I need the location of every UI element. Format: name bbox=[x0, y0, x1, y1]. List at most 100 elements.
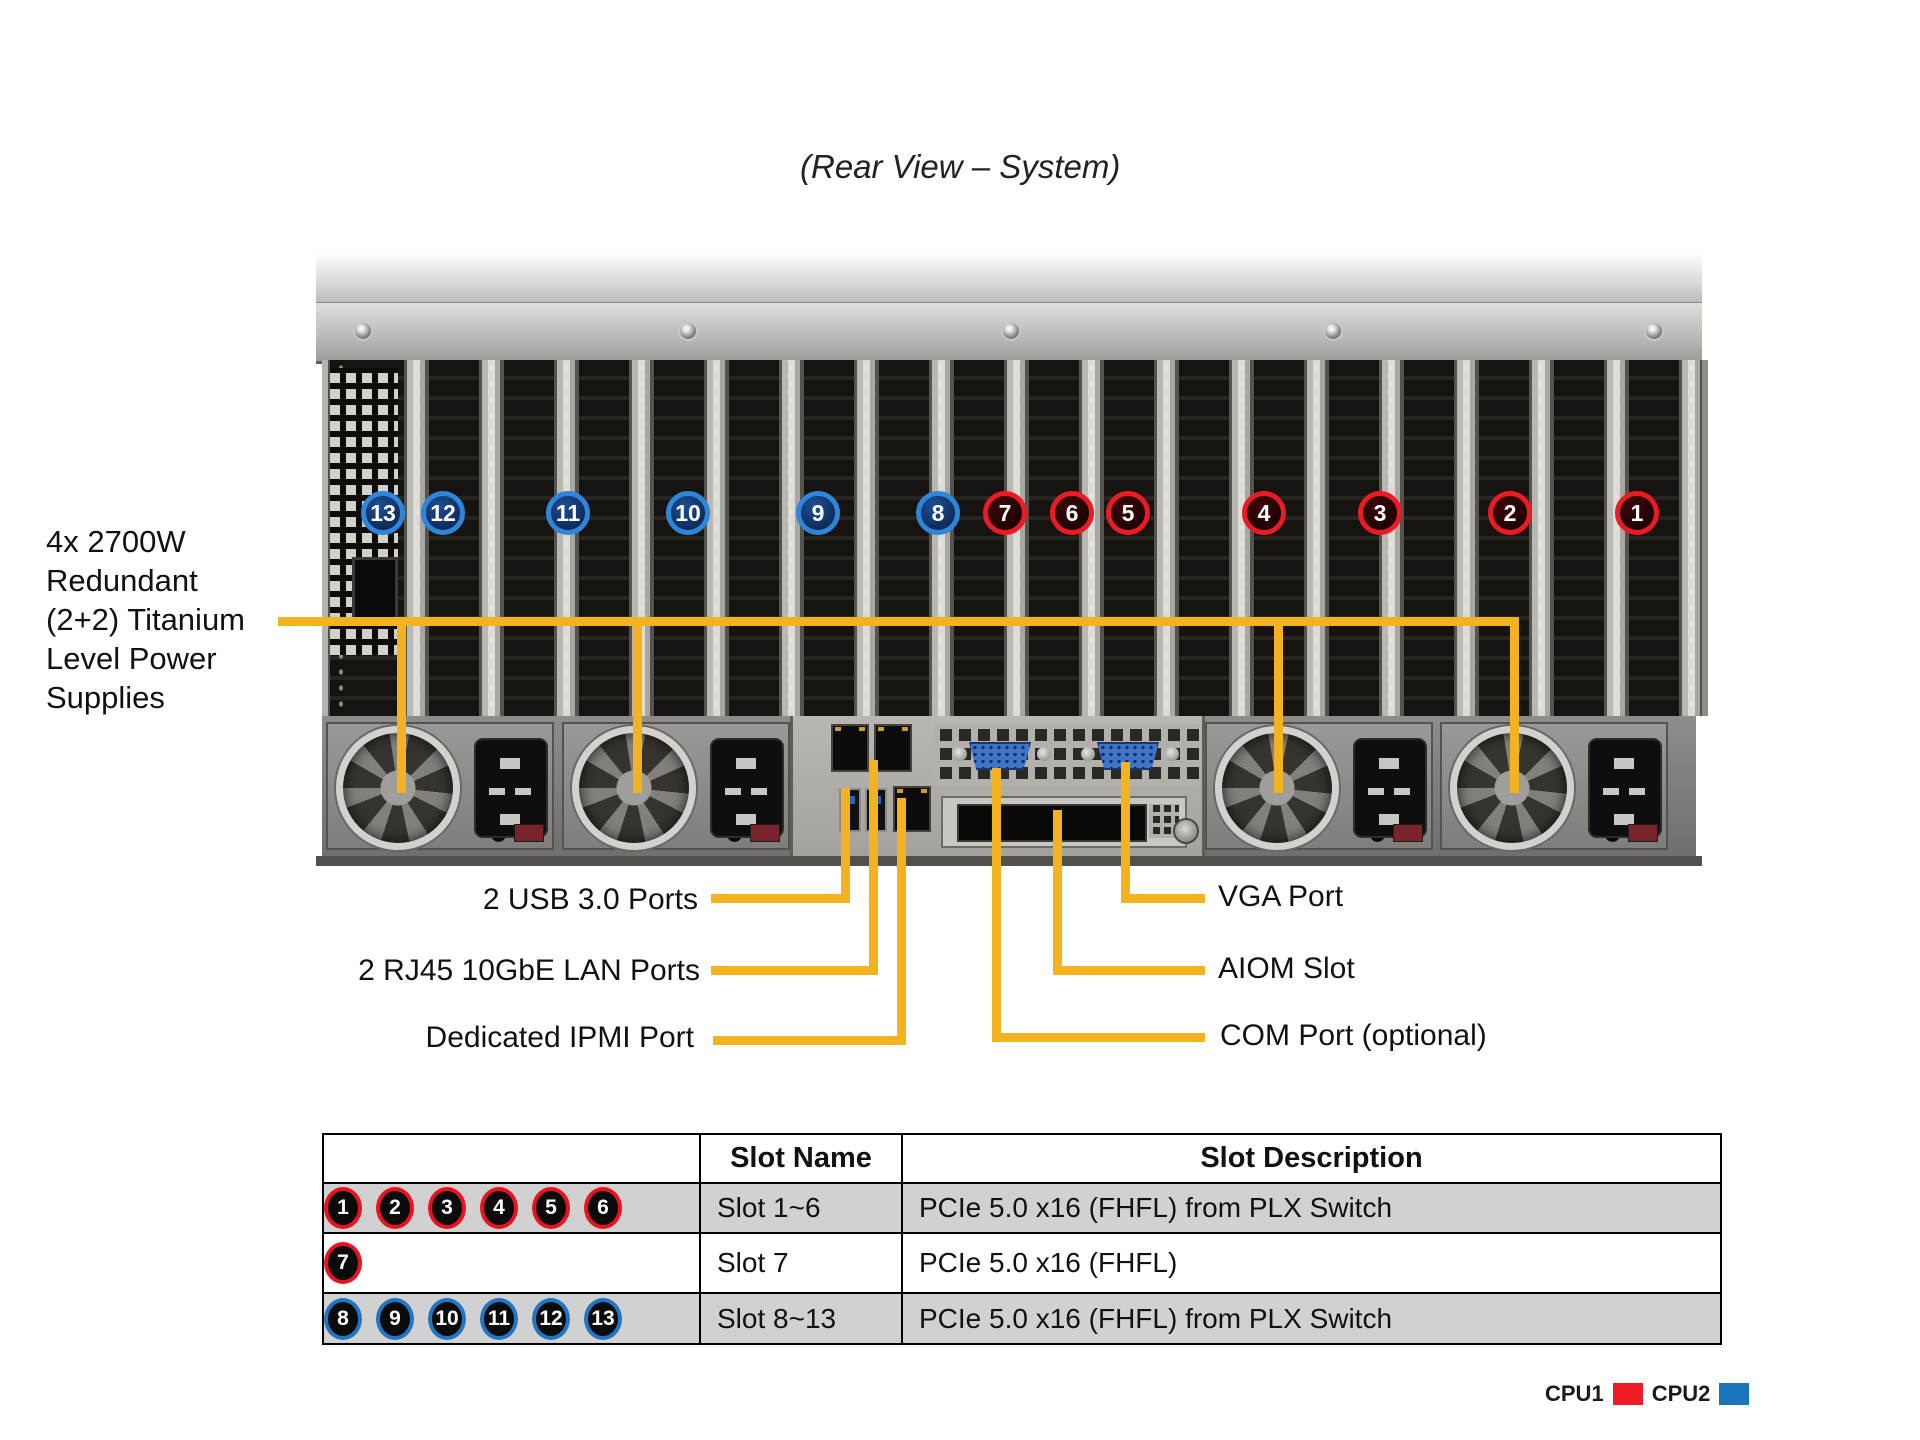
lan-port-2 bbox=[874, 724, 912, 772]
aiom-slot-label: AIOM Slot bbox=[1218, 952, 1355, 985]
table-slot-badge-13: 13 bbox=[584, 1297, 622, 1340]
table-slot-badge-8: 8 bbox=[324, 1297, 362, 1340]
table-slot-badge-3: 3 bbox=[428, 1187, 466, 1229]
chassis-top-bar bbox=[316, 302, 1702, 364]
callout-line-psu-2 bbox=[633, 617, 642, 793]
table-slot-badge-10: 10 bbox=[428, 1297, 466, 1340]
legend-cpu1-swatch bbox=[1612, 1383, 1643, 1405]
psu-label: 4x 2700W Redundant (2+2) Titanium Level … bbox=[46, 522, 245, 717]
chassis-slot-badge-5: 5 bbox=[1106, 491, 1150, 535]
slot-name-cell: Slot 8~13 bbox=[699, 1292, 903, 1345]
slot-description-cell: PCIe 5.0 x16 (FHFL) from PLX Switch bbox=[901, 1182, 1722, 1234]
table-header-badges bbox=[322, 1133, 701, 1184]
table-row-badges: 7 bbox=[322, 1232, 701, 1294]
psu-label-line-1: 4x 2700W bbox=[46, 524, 186, 559]
chassis-slot-badge-7: 7 bbox=[983, 491, 1027, 535]
slot-name-cell: Slot 1~6 bbox=[699, 1182, 903, 1234]
screw-icon bbox=[1165, 747, 1179, 761]
slot-name-cell: Slot 7 bbox=[699, 1232, 903, 1294]
psu-label-line-3: (2+2) Titanium bbox=[46, 602, 246, 637]
com-port-connector bbox=[969, 742, 1031, 770]
table-slot-badge-1: 1 bbox=[324, 1187, 362, 1229]
screw-icon bbox=[1325, 323, 1341, 339]
chassis-slot-badge-1: 1 bbox=[1615, 491, 1659, 535]
chassis-slot-badge-6: 6 bbox=[1050, 491, 1094, 535]
lan-ports-label: 2 RJ45 10GbE LAN Ports bbox=[358, 954, 700, 987]
screw-icon bbox=[355, 323, 371, 339]
screw-icon bbox=[953, 747, 967, 761]
rear-connector bbox=[352, 557, 398, 621]
aiom-slot-opening bbox=[941, 796, 1187, 848]
chassis-lid bbox=[316, 255, 1702, 304]
table-row: 7 Slot 7 PCIe 5.0 x16 (FHFL) bbox=[322, 1232, 1722, 1294]
table-slot-badge-5: 5 bbox=[532, 1187, 570, 1229]
callout-line-com-vertical bbox=[992, 768, 1001, 1042]
callout-line-vga-vertical bbox=[1121, 762, 1130, 903]
server-chassis-rear-view bbox=[316, 255, 1708, 866]
callout-line-lan-horizontal bbox=[711, 966, 878, 975]
table-slot-badge-11: 11 bbox=[480, 1297, 518, 1340]
table-slot-badge-2: 2 bbox=[376, 1187, 414, 1229]
table-header-row: Slot Name Slot Description bbox=[322, 1133, 1722, 1184]
callout-line-psu-4 bbox=[1510, 617, 1519, 793]
table-header-slot-name: Slot Name bbox=[699, 1133, 903, 1184]
screw-icon bbox=[1646, 323, 1662, 339]
vga-port-label: VGA Port bbox=[1218, 880, 1344, 913]
table-slot-badge-4: 4 bbox=[480, 1187, 518, 1229]
screw-icon bbox=[1037, 747, 1051, 761]
callout-line-psu-1 bbox=[397, 617, 406, 793]
ac-inlet bbox=[1353, 738, 1427, 838]
chassis-slot-badge-12: 12 bbox=[421, 491, 465, 535]
screw-icon bbox=[1003, 323, 1019, 339]
callout-line-ipmi-horizontal bbox=[713, 1036, 906, 1045]
ac-inlet bbox=[1588, 738, 1662, 838]
screw-icon bbox=[680, 323, 696, 339]
ac-inlet bbox=[710, 738, 784, 838]
psu-2 bbox=[562, 722, 790, 850]
callout-line-lan-vertical bbox=[869, 760, 878, 975]
callout-line-com-horizontal bbox=[992, 1033, 1205, 1042]
chassis-slot-badge-4: 4 bbox=[1242, 491, 1286, 535]
psu-3 bbox=[1205, 722, 1433, 850]
callout-line-psu-horizontal bbox=[278, 617, 1519, 626]
com-port-label: COM Port (optional) bbox=[1220, 1019, 1487, 1052]
callout-line-usb-horizontal bbox=[711, 894, 850, 903]
chassis-slot-badge-8: 8 bbox=[916, 491, 960, 535]
cpu-legend: CPU1 CPU2 bbox=[1545, 1381, 1750, 1407]
io-panel bbox=[790, 716, 1205, 856]
ac-inlet bbox=[474, 738, 548, 838]
psu-4 bbox=[1440, 722, 1668, 850]
usb-ports-label: 2 USB 3.0 Ports bbox=[482, 883, 698, 916]
callout-line-psu-3 bbox=[1274, 617, 1283, 793]
legend-cpu1-label: CPU1 bbox=[1545, 1381, 1604, 1406]
psu-label-line-5: Supplies bbox=[46, 680, 165, 715]
chassis-slot-badge-13: 13 bbox=[361, 491, 405, 535]
thumbscrew-icon bbox=[1173, 818, 1199, 844]
chassis-slot-badge-11: 11 bbox=[546, 491, 590, 535]
page-title: (Rear View – System) bbox=[800, 148, 1121, 185]
lan-port-1 bbox=[831, 724, 869, 772]
pcie-slot-area bbox=[322, 360, 1708, 716]
table-slot-badge-6: 6 bbox=[584, 1187, 622, 1229]
slot-description-cell: PCIe 5.0 x16 (FHFL) from PLX Switch bbox=[901, 1292, 1722, 1345]
chassis-slot-badge-3: 3 bbox=[1358, 491, 1402, 535]
table-slot-badge-7: 7 bbox=[324, 1242, 362, 1284]
callout-line-vga-horizontal bbox=[1121, 894, 1205, 903]
callout-line-ipmi-vertical bbox=[897, 798, 906, 1045]
table-slot-badge-12: 12 bbox=[532, 1297, 570, 1340]
callout-line-usb-vertical bbox=[841, 788, 850, 903]
screw-icon bbox=[1081, 747, 1095, 761]
psu-label-line-4: Level Power bbox=[46, 641, 217, 676]
psu-label-line-2: Redundant bbox=[46, 563, 198, 598]
callout-line-aiom-vertical bbox=[1053, 810, 1062, 974]
chassis-bottom-edge bbox=[316, 856, 1702, 866]
slot-description-cell: PCIe 5.0 x16 (FHFL) bbox=[901, 1232, 1722, 1294]
table-slot-badge-9: 9 bbox=[376, 1297, 414, 1340]
chassis-slot-badge-10: 10 bbox=[666, 491, 710, 535]
